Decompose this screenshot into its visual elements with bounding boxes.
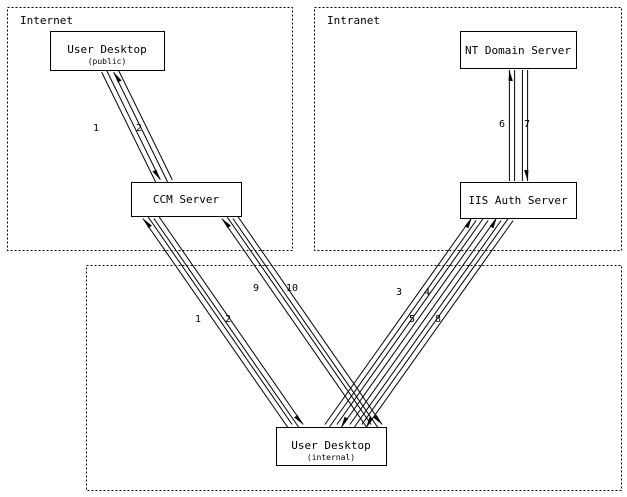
edge-step-label-10: 10 xyxy=(286,283,298,294)
edge-step-label-6: 6 xyxy=(499,119,505,130)
node-nt-domain-server[interactable]: NT Domain Server xyxy=(460,31,577,69)
edge-arrowhead xyxy=(142,218,152,229)
edge-e3-internal-to-iis xyxy=(324,217,477,428)
edge-step-label-4: 4 xyxy=(424,287,430,298)
zone-label-internet: Internet xyxy=(20,14,73,27)
edge-e9-internal-to-ccm xyxy=(221,215,372,428)
zone-boundary-intranet xyxy=(314,7,622,251)
edge-stroke-1 xyxy=(157,215,304,425)
edge-stroke-2 xyxy=(146,215,293,425)
edge-stroke-1 xyxy=(365,220,514,428)
node-title-iis-auth-server: IIS Auth Server xyxy=(468,194,568,207)
node-title-user-desktop-internal: User Desktop xyxy=(291,439,370,452)
edge-stroke-1 xyxy=(221,218,368,428)
edge-step-label-2: 2 xyxy=(136,123,142,134)
edge-arrowhead xyxy=(489,217,497,229)
edge-e2-ccm-to-public xyxy=(113,69,173,183)
edge-stroke-1 xyxy=(113,71,169,183)
edge-stroke-2 xyxy=(153,218,300,428)
edge-step-label-1: 1 xyxy=(195,314,201,325)
edge-arrowhead xyxy=(113,72,122,83)
edge-arrowhead xyxy=(221,218,231,229)
edge-e1-public-to-ccm xyxy=(101,69,161,183)
edge-stroke-2 xyxy=(101,71,157,183)
edge-stroke-2 xyxy=(117,69,173,181)
edge-labels-layer: 1 2 1 2 9 10 3 4 5 8 6 7 xyxy=(93,119,530,325)
edge-step-label-3: 3 xyxy=(396,287,402,298)
edge-e7-nt-to-iis xyxy=(521,70,529,181)
node-iis-auth-server[interactable]: IIS Auth Server xyxy=(460,182,577,219)
edge-arrowhead xyxy=(508,70,513,81)
edge-arrowhead xyxy=(152,169,161,180)
edge-stroke-1 xyxy=(340,220,489,428)
edge-arrowhead xyxy=(524,170,529,181)
node-ccm-server[interactable]: CCM Server xyxy=(131,182,242,217)
edge-stroke-2 xyxy=(353,220,502,428)
node-box-ccm-server[interactable] xyxy=(131,182,242,217)
zones-layer: Internet Intranet xyxy=(7,7,622,491)
node-box-iis-auth-server[interactable] xyxy=(460,182,577,219)
edge-stroke-2 xyxy=(361,217,510,425)
node-user-desktop-internal[interactable]: User Desktop(internal) xyxy=(276,427,387,466)
zone-intranet: Intranet xyxy=(314,7,622,251)
node-box-nt-domain-server[interactable] xyxy=(460,31,577,69)
node-title-user-desktop-public: User Desktop xyxy=(67,43,146,56)
edge-stroke-1 xyxy=(105,69,161,181)
edge-arrowhead xyxy=(464,217,472,229)
edge-e2b-ccm-to-internal xyxy=(153,215,304,428)
edge-stroke-2 xyxy=(336,217,485,425)
node-title-nt-domain-server: NT Domain Server xyxy=(465,44,571,57)
node-subtitle-user-desktop-internal: (internal) xyxy=(307,453,355,462)
edges-layer xyxy=(101,69,529,428)
edge-stroke-1 xyxy=(324,217,473,425)
node-user-desktop-public[interactable]: User Desktop(public) xyxy=(50,31,165,71)
edge-e8-iis-to-internal xyxy=(361,217,514,428)
node-box-user-desktop-public[interactable] xyxy=(50,31,165,71)
edge-stroke-1 xyxy=(236,215,383,425)
zone-internet: Internet xyxy=(7,7,293,251)
edge-e10-ccm-to-internal xyxy=(232,215,383,428)
edge-e4-iis-to-internal xyxy=(336,217,489,428)
edge-e6-iis-to-nt xyxy=(508,70,516,181)
edge-step-label-5: 5 xyxy=(409,314,415,325)
edge-arrowhead xyxy=(373,414,383,425)
edge-arrowhead xyxy=(341,416,349,428)
edge-step-label-8: 8 xyxy=(435,314,441,325)
edge-stroke-2 xyxy=(232,218,379,428)
node-box-user-desktop-internal[interactable] xyxy=(276,427,387,466)
edge-stroke-2 xyxy=(225,215,372,425)
edge-step-label-9: 9 xyxy=(253,283,259,294)
edge-stroke-1 xyxy=(349,217,498,425)
edge-step-label-1: 1 xyxy=(93,123,99,134)
edge-stroke-2 xyxy=(328,220,477,428)
edge-step-label-7: 7 xyxy=(524,119,530,130)
zone-label-intranet: Intranet xyxy=(327,14,380,27)
edge-stroke-1 xyxy=(142,218,289,428)
edge-e1b-internal-to-ccm xyxy=(142,215,293,428)
edge-arrowhead xyxy=(366,416,374,428)
edge-e5-internal-to-iis xyxy=(349,217,502,428)
node-subtitle-user-desktop-public: (public) xyxy=(88,57,127,66)
edge-step-label-2: 2 xyxy=(225,314,231,325)
edge-arrowhead xyxy=(294,414,304,425)
node-title-ccm-server: CCM Server xyxy=(153,193,220,206)
